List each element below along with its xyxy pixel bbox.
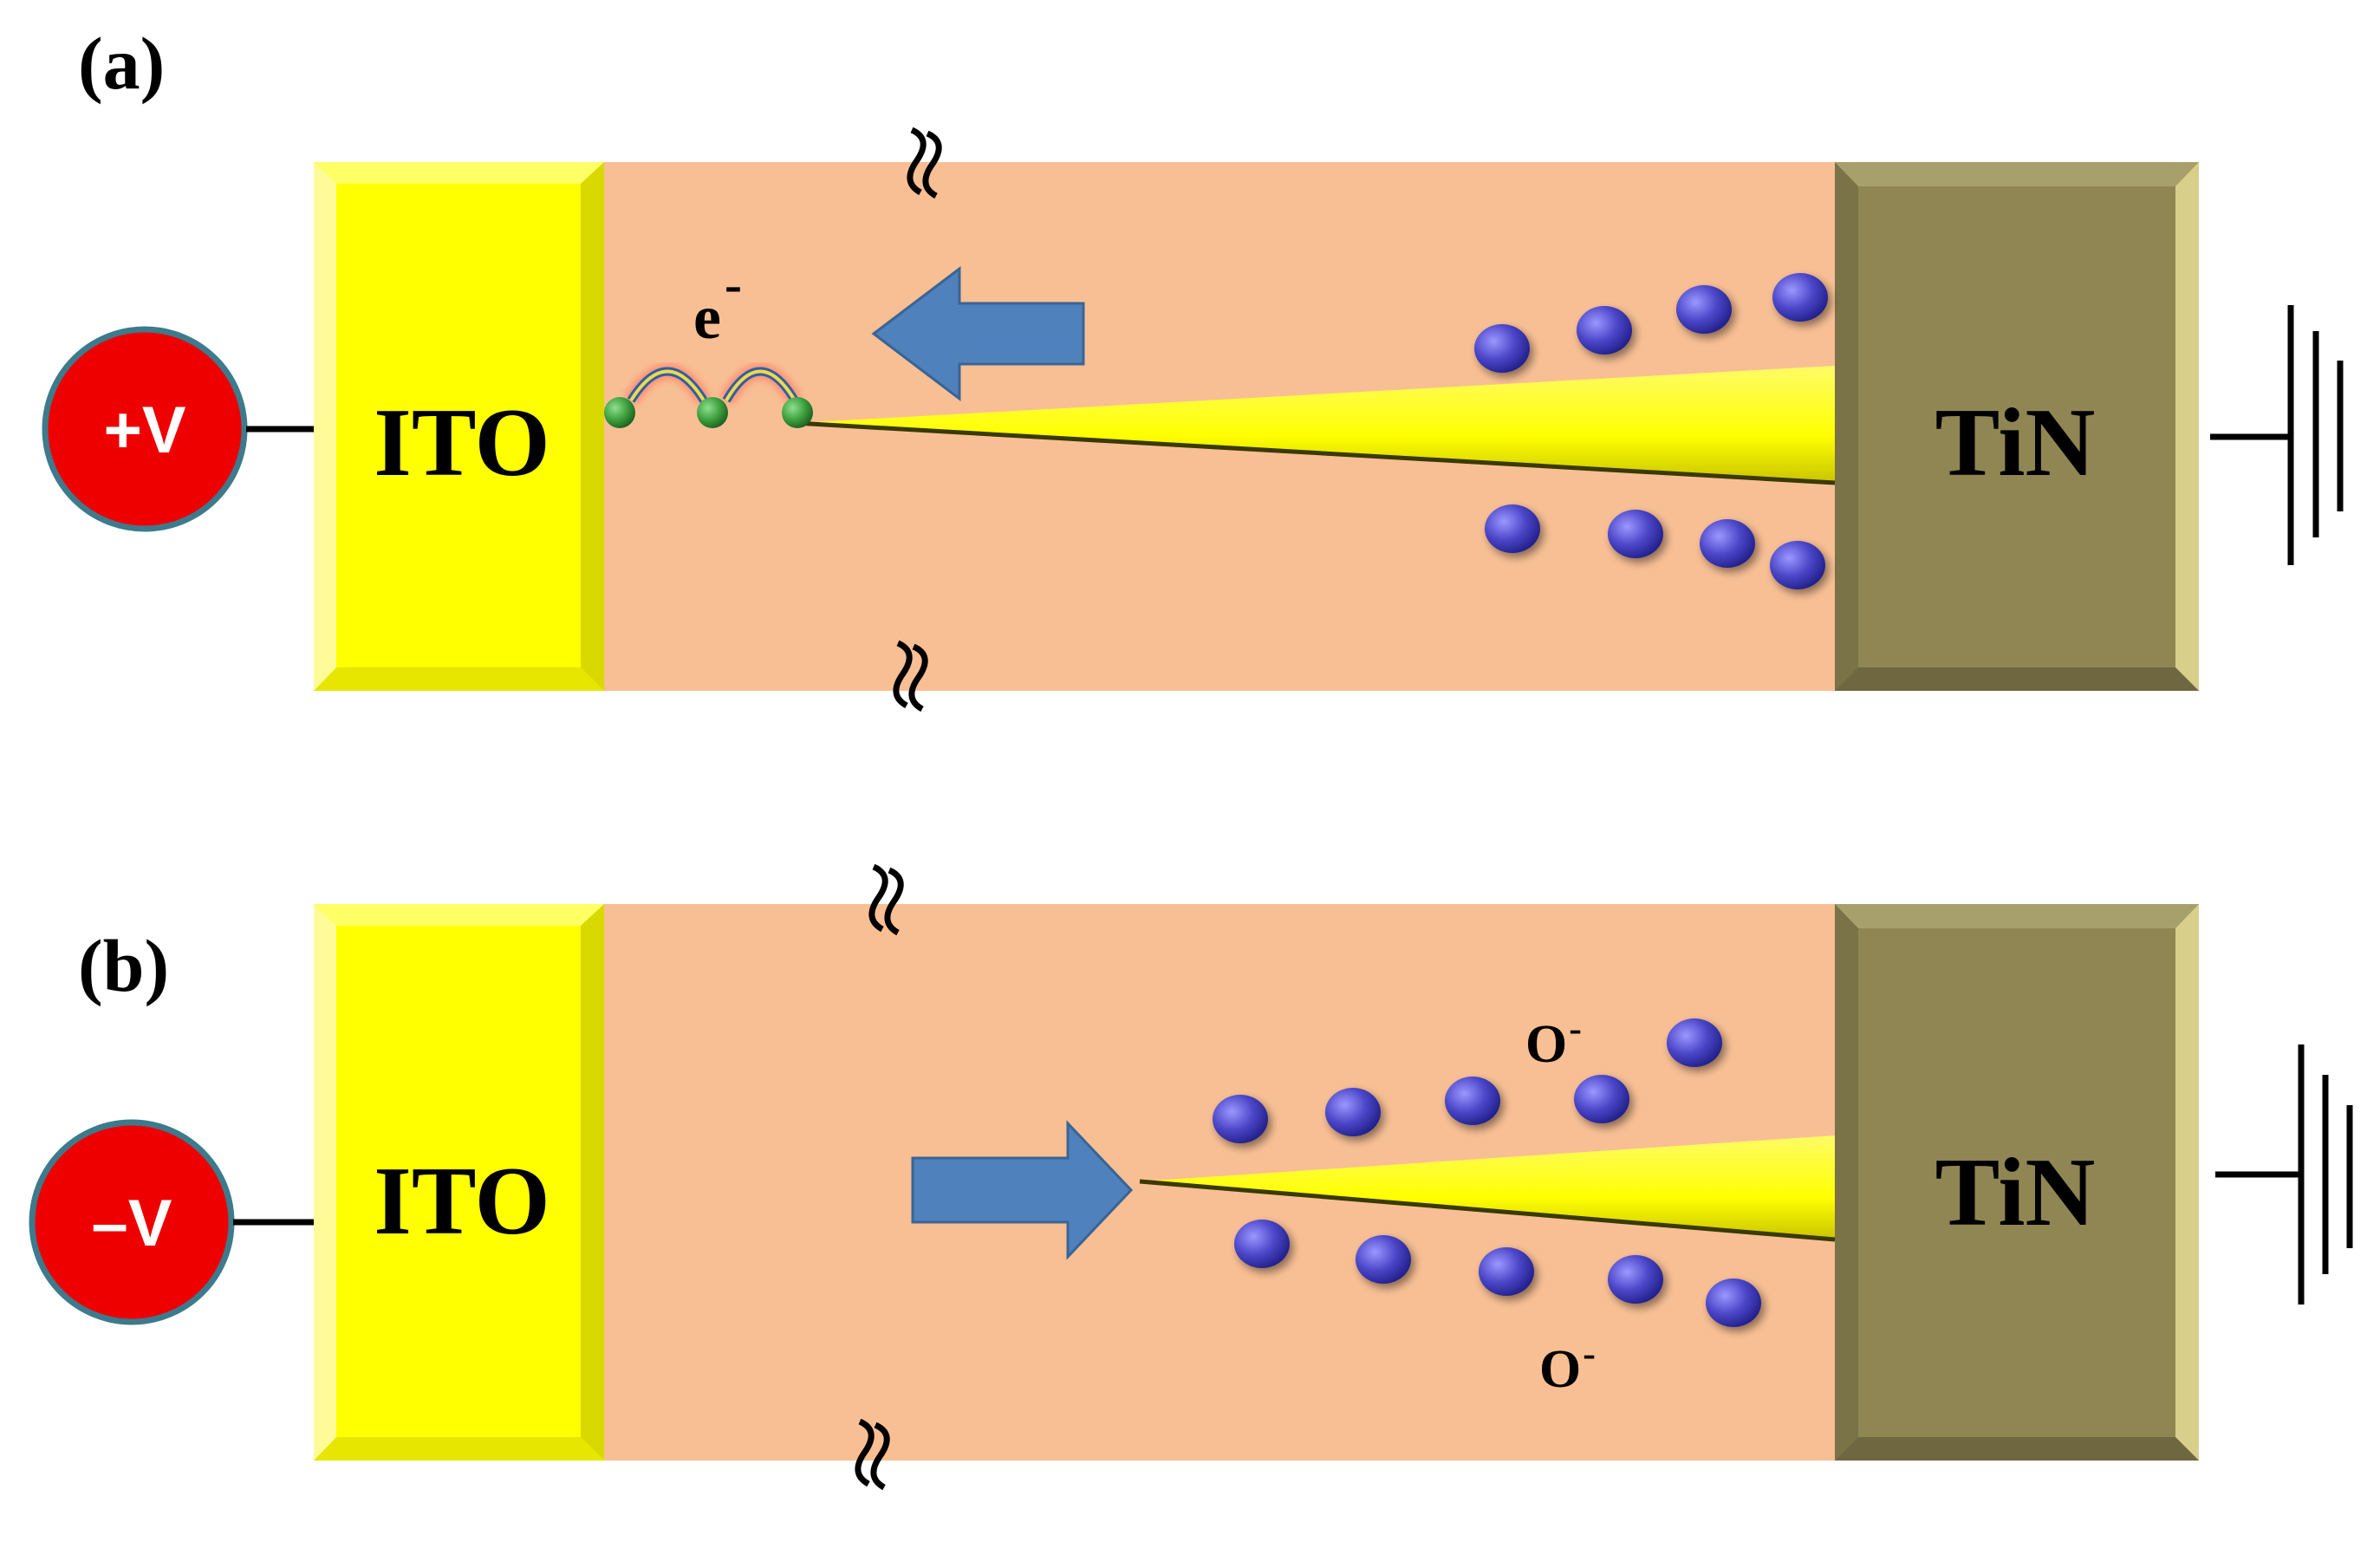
conductive-filament	[795, 366, 1836, 485]
oxygen-ions	[1213, 1018, 1761, 1327]
conductive-filament	[1139, 1135, 1836, 1242]
electron-hopping: e-	[604, 256, 813, 428]
ion	[1234, 1220, 1290, 1268]
block-arrow-icon	[871, 265, 1085, 402]
hop-arc	[725, 369, 797, 402]
ion	[1213, 1095, 1268, 1143]
ion	[1445, 1077, 1500, 1125]
tin-electrode: TiN	[1835, 162, 2199, 691]
voltage-label: –V	[92, 1187, 172, 1260]
tin-label: TiN	[1935, 389, 2096, 497]
tin-electrode: TiN	[1835, 904, 2199, 1461]
ion	[1577, 306, 1632, 355]
axis-break-icon	[907, 127, 942, 199]
ion-symbol: O	[1525, 1015, 1567, 1074]
ion-label: O-	[1525, 1007, 1582, 1074]
ion	[1608, 1255, 1663, 1304]
trap-site	[697, 397, 728, 428]
ion-symbol: O	[1539, 1340, 1581, 1399]
electron-label: e-	[693, 256, 742, 352]
ion	[1676, 285, 1732, 334]
oxygen-ions	[1474, 273, 1828, 589]
voltage-source-icon: –V	[29, 1119, 235, 1325]
panel-b: (b) ITO TiN	[29, 863, 2353, 1491]
ion-label: O-	[1539, 1332, 1596, 1399]
tin-label: TiN	[1935, 1139, 2096, 1246]
panel-label: (b)	[78, 924, 169, 1007]
block-arrow-icon	[911, 1120, 1134, 1260]
ion-charge: -	[1583, 1332, 1596, 1375]
trap-site	[782, 397, 813, 428]
trap-site	[604, 397, 635, 428]
axis-break-icon	[855, 1418, 890, 1491]
electron-charge: -	[725, 256, 742, 313]
ion	[1770, 541, 1825, 589]
panel-label: (a)	[78, 22, 165, 105]
voltage-label: +V	[103, 394, 185, 467]
ion-charge: -	[1569, 1007, 1582, 1050]
ground-icon	[2215, 1044, 2353, 1305]
ion	[1772, 273, 1828, 322]
ion	[1700, 519, 1755, 568]
ion	[1485, 504, 1540, 553]
voltage-source-icon: +V	[42, 326, 248, 532]
ito-label: ITO	[374, 389, 549, 497]
ion	[1356, 1235, 1411, 1284]
ion	[1325, 1088, 1381, 1136]
ion	[1608, 510, 1663, 558]
ion	[1574, 1075, 1629, 1123]
ito-label: ITO	[374, 1148, 549, 1255]
panel-a: (a) ITO TiN	[42, 22, 2344, 712]
axis-break-icon	[868, 863, 904, 936]
ion	[1474, 324, 1530, 373]
electron-symbol: e	[693, 283, 721, 352]
ion	[1706, 1278, 1761, 1327]
ion	[1479, 1247, 1534, 1296]
ground-icon	[2210, 305, 2344, 565]
axis-break-icon	[893, 640, 928, 712]
ito-electrode: ITO	[314, 162, 604, 691]
ito-electrode: ITO	[314, 904, 604, 1461]
ion	[1667, 1018, 1722, 1067]
hop-arc	[629, 369, 706, 402]
